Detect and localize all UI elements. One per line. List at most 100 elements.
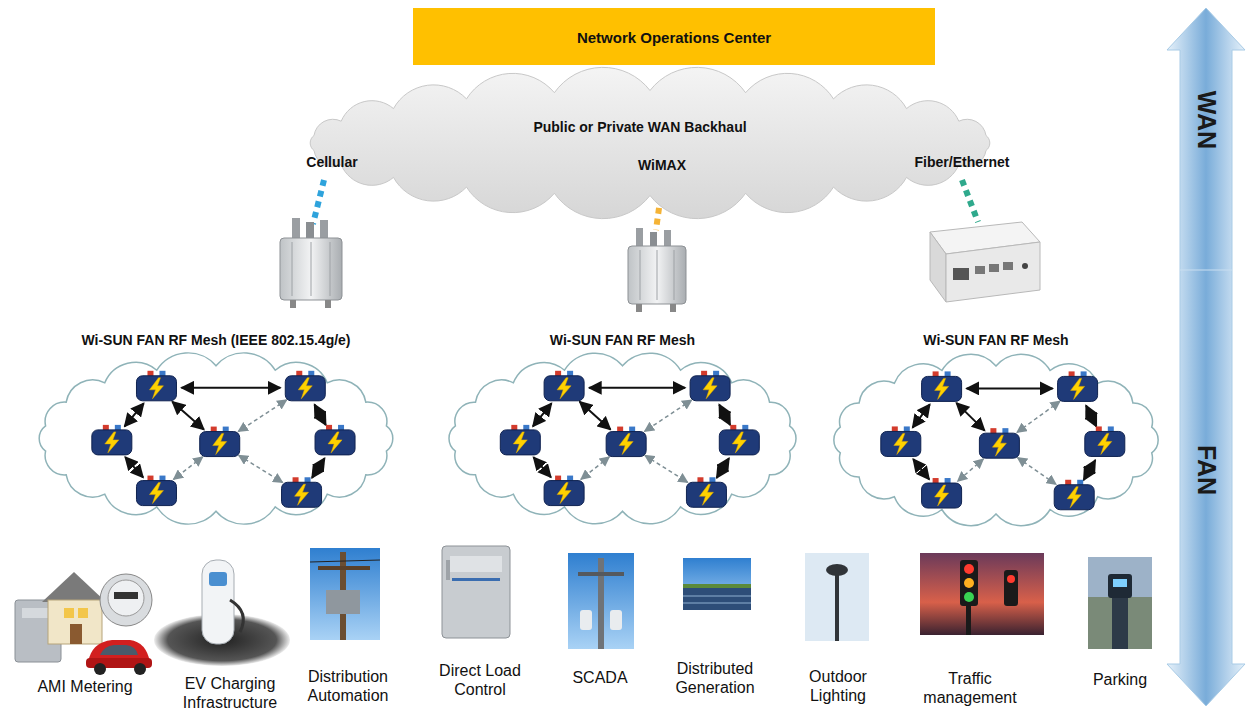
gateway-device-part [636, 304, 642, 312]
meter-icon [136, 371, 176, 401]
mesh-link [239, 455, 283, 482]
mesh-link [125, 403, 144, 426]
mesh-heading: Wi-SUN FAN RF Mesh (IEEE 802.15.4g/e) [81, 332, 350, 348]
backhaul-type: Cellular [306, 154, 357, 170]
meter-icon-part [894, 433, 908, 454]
scada-picture-part [578, 572, 624, 576]
gateway-device-part [330, 242, 331, 296]
meter-icon [690, 371, 730, 401]
meter-icon [92, 425, 132, 455]
mesh-link [967, 387, 1053, 389]
gateway-device [280, 218, 342, 308]
meter-icon-part [881, 431, 921, 456]
ami-metering-picture-part [78, 608, 88, 618]
traffic-light-picture [920, 553, 1044, 635]
mesh-link [589, 387, 685, 389]
mesh-link [581, 457, 609, 479]
mesh-cloud [440, 330, 805, 525]
gateway-device-part [628, 246, 686, 304]
mesh-link [719, 405, 730, 426]
mesh-link [717, 458, 729, 478]
meter-icon-part [606, 432, 646, 457]
solar-field-picture-part [683, 584, 751, 588]
distribution-automation-picture-part [318, 566, 370, 570]
ami-metering-picture-part [100, 645, 138, 655]
router-device-part [1022, 263, 1028, 269]
ev-charger-picture-part [209, 572, 227, 586]
parking-meter-picture-part [1108, 574, 1132, 598]
application-label: Direct Load Control [425, 661, 535, 699]
meter-icon-part [557, 483, 571, 504]
router-device-part [953, 268, 969, 280]
meter-icon-part [149, 378, 163, 399]
meter-icon [1058, 371, 1098, 401]
meter-icon [979, 428, 1019, 458]
mesh-link [312, 458, 325, 478]
backhaul-type: Fiber/Ethernet [915, 154, 1010, 170]
meter-icon [544, 476, 584, 506]
meter-icon [136, 476, 176, 506]
meter-icon-part [935, 485, 949, 506]
mesh-cloud-body [39, 353, 393, 524]
mesh-heading: Wi-SUN FAN RF Mesh [923, 332, 1068, 348]
parking-meter-picture-part [1088, 557, 1152, 597]
solar-field-picture-part [683, 588, 751, 610]
layer-name: FAN [1192, 445, 1221, 495]
mesh-cloud-body-part [834, 354, 1158, 525]
mesh-link [534, 457, 551, 477]
meter-icon-part [295, 484, 309, 505]
traffic-light-picture-part [920, 553, 1044, 635]
meter-icon-part [136, 376, 176, 401]
load-control-box-picture-part [452, 578, 500, 581]
scada-picture-part [580, 610, 592, 630]
mesh-link [1018, 458, 1057, 485]
meter-icon [881, 426, 921, 456]
meter-icon [500, 425, 540, 455]
meter-icon-part [105, 432, 119, 453]
meter-icon-part [285, 376, 325, 401]
parking-meter-picture-part [1112, 590, 1128, 649]
ami-metering-picture-part [48, 600, 102, 644]
meter-icon-part [500, 430, 540, 455]
ami-metering-picture-part [108, 580, 144, 616]
meter-icon-part [1071, 378, 1085, 399]
mesh-link [958, 459, 984, 481]
meter-icon-part [732, 432, 746, 453]
meter-icon-part [719, 430, 759, 455]
traffic-light-picture-part [964, 578, 974, 588]
mesh-link [645, 455, 688, 482]
meter-icon-part [200, 432, 240, 457]
application-label: Outdoor Lighting [798, 667, 878, 705]
gateway-device-part [636, 228, 643, 248]
street-light-picture-part [835, 572, 839, 641]
ami-metering-picture-part [134, 663, 146, 675]
meter-icon-part [703, 378, 717, 399]
backhaul-links-part [962, 180, 978, 222]
router-device-part [946, 242, 1040, 302]
mesh-cloud [30, 330, 402, 525]
meter-icon-part [619, 434, 633, 455]
mesh-link [125, 457, 143, 477]
mesh-node: Wi-SUN FAN RF Mesh [440, 330, 805, 525]
traffic-light-picture-part [964, 592, 974, 602]
load-control-box-picture [442, 546, 510, 638]
meter-icon-part [544, 376, 584, 401]
mesh-link [315, 405, 326, 426]
parking-meter-picture [1088, 557, 1152, 649]
mesh-link [913, 404, 930, 427]
cloud-shape-part [310, 67, 990, 218]
application-label: Traffic management [915, 669, 1025, 707]
mesh-cloud-body-part [449, 353, 796, 524]
gateway-device-part [306, 222, 314, 240]
layer-name: WAN [1192, 91, 1221, 149]
meter-icon-part [557, 378, 571, 399]
traffic-light-picture-part [960, 560, 978, 606]
mesh-link [172, 402, 204, 430]
gateway-device-part [292, 218, 300, 240]
center-title: Network Operations Center [577, 28, 771, 45]
meter-icon-part [282, 482, 322, 507]
router-device-part [930, 232, 946, 302]
application-label: Distributed Generation [660, 659, 770, 697]
meter-icon-part [979, 433, 1019, 458]
